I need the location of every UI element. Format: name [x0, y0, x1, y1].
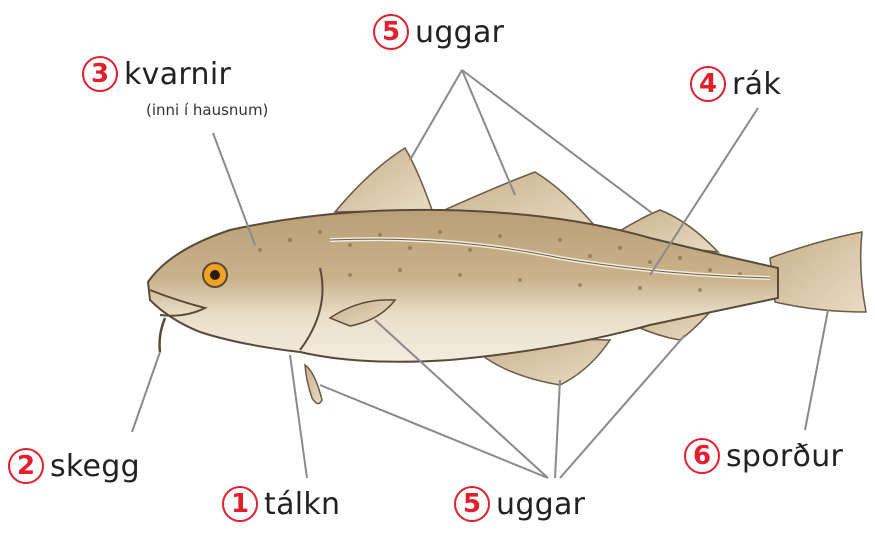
label-text: tálkn [264, 487, 340, 522]
label-text: skegg [50, 449, 140, 484]
label-text: sporður [726, 439, 843, 474]
pelvic-fin [305, 365, 322, 404]
label-text: uggar [415, 15, 504, 50]
number-badge: 1 [222, 486, 258, 522]
label-talkn: 1 tálkn [222, 486, 340, 522]
tail-fin [770, 232, 866, 312]
number-badge: 4 [690, 66, 726, 102]
label-text: rák [732, 67, 781, 102]
label-text: kvarnir [124, 57, 231, 92]
barbel [160, 318, 165, 352]
label-text: uggar [496, 487, 585, 522]
label-rak: 4 rák [690, 66, 781, 102]
number-badge: 3 [82, 56, 118, 92]
kvarnir-note: (inni í hausnum) [146, 101, 268, 119]
label-skegg: 2 skegg [8, 448, 140, 484]
number-badge: 5 [373, 14, 409, 50]
number-badge: 6 [684, 438, 720, 474]
label-uggar-top: 5 uggar [373, 14, 504, 50]
number-badge: 2 [8, 448, 44, 484]
label-kvarnir: 3 kvarnir [82, 56, 231, 92]
label-spordur: 6 sporður [684, 438, 843, 474]
number-badge: 5 [454, 486, 490, 522]
label-uggar-bottom: 5 uggar [454, 486, 585, 522]
dorsal-fin-1 [335, 148, 432, 212]
